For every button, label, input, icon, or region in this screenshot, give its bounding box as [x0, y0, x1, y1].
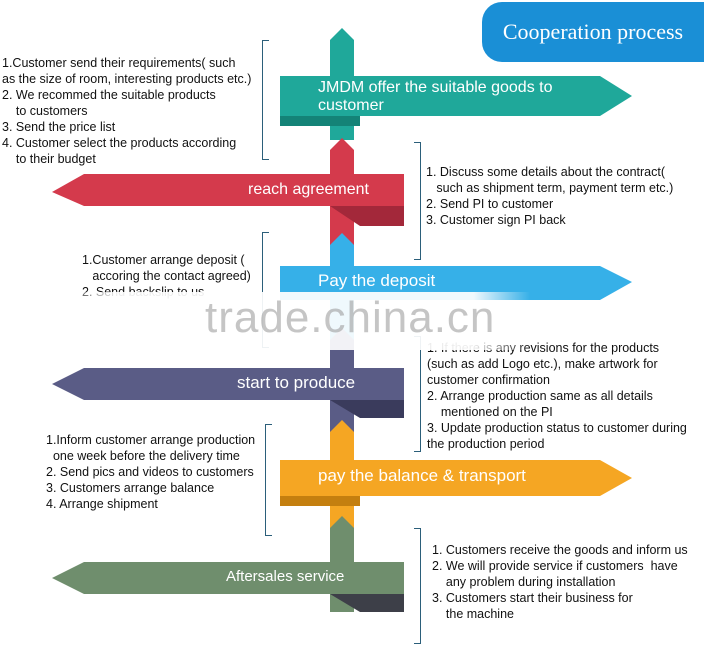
- arrow-step-4: [52, 368, 404, 400]
- step-4-label: start to produce: [237, 373, 356, 392]
- step-2-notes: 1. Discuss some details about the contra…: [426, 165, 674, 227]
- bracket-step-6: [414, 528, 421, 644]
- watermark: trade.china.cn: [205, 293, 496, 342]
- bracket-step-1: [262, 40, 269, 160]
- arrow-step-1: [280, 76, 632, 116]
- arrow-step-5-fold: [280, 496, 360, 506]
- step-6-notes: 1. Customers receive the goods and infor…: [432, 543, 688, 621]
- page-title-text: Cooperation process: [502, 19, 684, 44]
- step-5-label: pay the balance & transport: [318, 466, 526, 485]
- arrow-step-3: [280, 266, 632, 300]
- bracket-step-2: [414, 142, 421, 260]
- step-6-label: Aftersales service: [226, 568, 345, 585]
- step-5-notes: 1.Inform customer arrange production one…: [46, 433, 256, 511]
- step-1-notes: 1.Customer send their requirements( such…: [2, 56, 252, 166]
- arrow-step-5: [280, 460, 632, 496]
- arrow-step-2: [52, 174, 404, 206]
- arrow-step-6-fold: [330, 594, 404, 612]
- step-3-label: Pay the deposit: [318, 271, 436, 290]
- arrow-step-2-fold: [330, 206, 404, 226]
- arrow-step-6: [52, 562, 404, 594]
- step-2-label: reach agreement: [248, 181, 369, 198]
- page-title: Cooperation process: [482, 2, 704, 62]
- step-4-notes: 1. If there is any revisions for the pro…: [427, 341, 687, 451]
- step-1-label: JMDM offer the suitable goods to custome…: [318, 79, 553, 114]
- bracket-step-4: [414, 336, 421, 452]
- bracket-step-5: [265, 424, 272, 536]
- watermark-band: [60, 292, 530, 350]
- arrow-step-1-fold: [280, 116, 360, 126]
- arrow-step-4-fold: [330, 400, 404, 418]
